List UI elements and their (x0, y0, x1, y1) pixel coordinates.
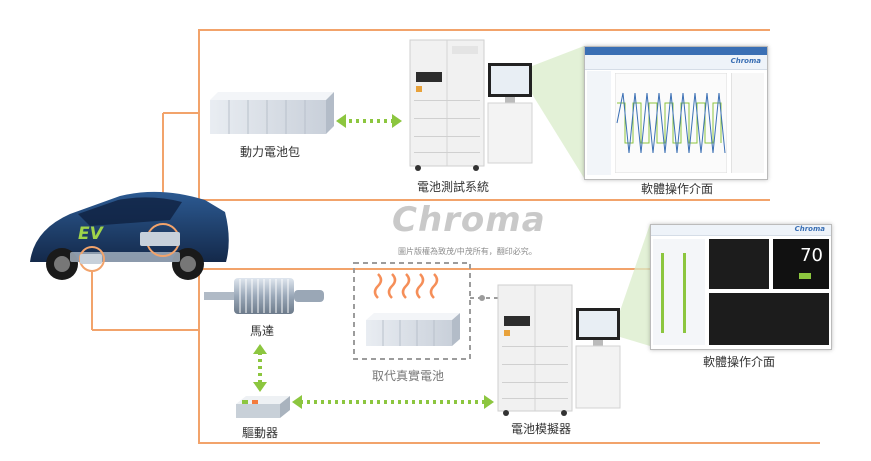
software-screenshot-top: Chroma (584, 46, 768, 180)
arrow-pack-to-system (336, 114, 402, 128)
replace-battery-box (353, 262, 471, 360)
test-system-rack (409, 39, 485, 171)
label-battery-simulator: 電池模擬器 (511, 422, 572, 436)
replace-battery-pack (366, 313, 460, 346)
watermark-copyright: 圖片版權為致茂/中茂所有，翻印必究。 (398, 247, 537, 256)
label-software-ui-top: 軟體操作介面 (641, 182, 714, 196)
chroma-logo-small-2: Chroma (794, 225, 825, 233)
bottom-frame (198, 268, 820, 444)
big-reading: 70 (800, 245, 823, 266)
arrow-driver-simulator (292, 395, 494, 409)
ev-car (30, 191, 229, 280)
label-driver: 驅動器 (242, 426, 279, 440)
simulator-rack (497, 284, 573, 416)
watermark-logo: Chroma (392, 200, 546, 240)
label-battery-pack: 動力電池包 (240, 145, 301, 159)
driver-unit (236, 396, 290, 418)
ev-badge: EV (78, 224, 103, 244)
label-battery-test-system: 電池測試系統 (417, 180, 490, 194)
label-software-ui-bottom: 軟體操作介面 (703, 355, 776, 369)
heat-waves (373, 273, 439, 299)
software-screenshot-bottom: Chroma 70 (650, 224, 832, 350)
label-motor: 馬達 (250, 324, 275, 338)
motor (204, 278, 324, 314)
top-frame (198, 29, 770, 201)
zoom-beam-bottom (620, 224, 650, 346)
monitor-top (487, 63, 533, 164)
zoom-beam-top (532, 46, 584, 178)
arrow-motor-driver (253, 344, 267, 392)
chroma-logo-small: Chroma (730, 57, 761, 65)
battery-pack (210, 92, 334, 134)
label-replace-real-battery: 取代真實電池 (372, 369, 445, 383)
monitor-bottom (575, 308, 621, 409)
waveform-plot (615, 73, 727, 173)
